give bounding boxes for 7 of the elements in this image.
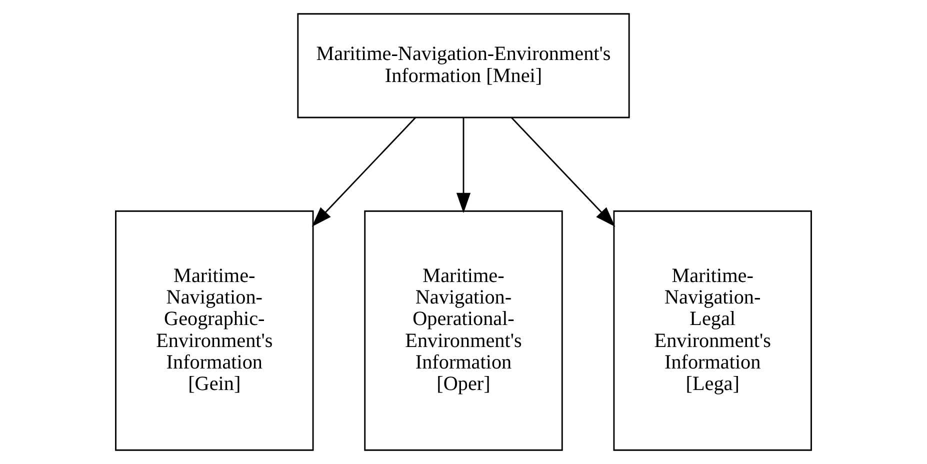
node-box: Maritime-Navigation-Environment's Information [Mnei]: [297, 13, 630, 118]
arrow: [511, 117, 616, 227]
arrow: [456, 118, 471, 214]
arrow: [312, 117, 416, 227]
node-box: Maritime-Navigation-Operational-Environment's Information [Oper]: [364, 210, 563, 451]
node-box: Maritime-Navigation-Legal Environment's Information [Lega]: [613, 210, 812, 451]
node-box: Maritime-Navigation-Geographic-Environment's Information [Gein]: [115, 210, 314, 451]
